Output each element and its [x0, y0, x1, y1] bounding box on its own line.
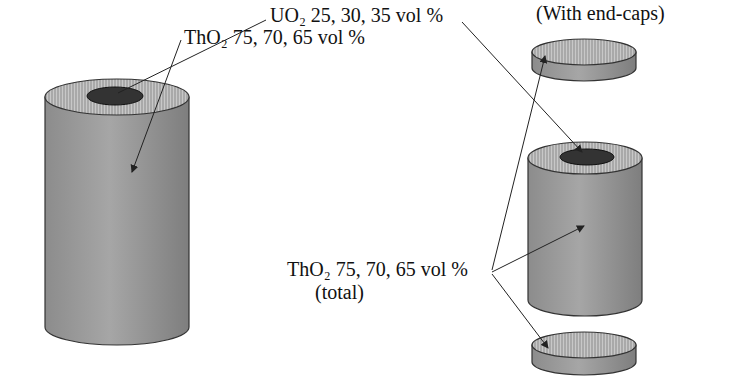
- bottom-end-cap: [532, 332, 636, 375]
- callout-label: ThO₂ 75, 70, 65 vol %: [184, 26, 365, 49]
- callout-label: UO₂ 25, 30, 35 vol %: [270, 4, 443, 27]
- callout-label: (With end-caps): [536, 2, 665, 25]
- leader-lines: [118, 20, 584, 348]
- callout-label: ThO₂ 75, 70, 65 vol % (total): [287, 258, 515, 304]
- right-pellet: [528, 142, 642, 316]
- top-end-cap: [532, 39, 636, 81]
- left-pellet: [45, 79, 189, 345]
